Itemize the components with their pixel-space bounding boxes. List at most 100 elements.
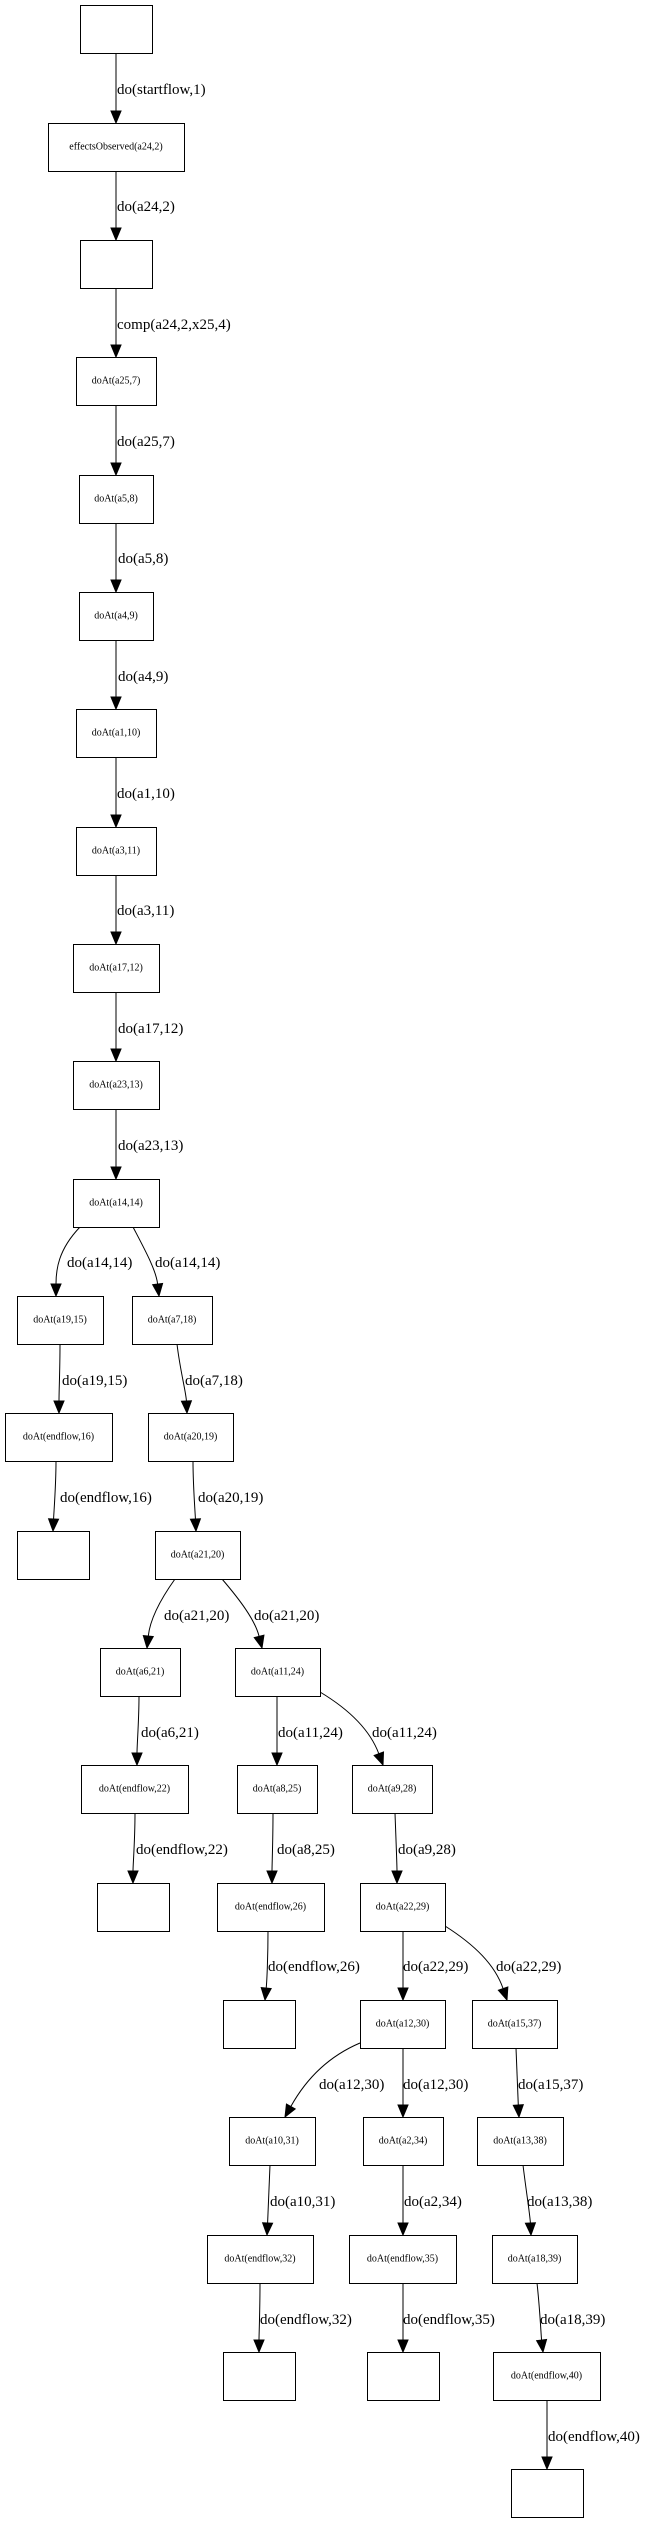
empty-state-node <box>17 1531 90 1580</box>
arrowhead-icon <box>260 1986 272 2002</box>
edge-n17-n19: do(a6,21) <box>131 1695 199 1767</box>
node-box <box>511 2469 584 2518</box>
edge-line <box>267 2164 271 2224</box>
state-node: doAt(a7,18) <box>132 1296 213 1345</box>
node-box <box>367 2352 440 2401</box>
node-label: doAt(a3,11) <box>92 846 140 857</box>
arrowhead-icon <box>47 1518 60 1533</box>
edge-line <box>522 2164 531 2224</box>
edge-line <box>176 1343 187 1402</box>
edge-n9-n10: do(a23,13) <box>110 1109 183 1181</box>
node-box <box>235 1648 321 1697</box>
edge-label: do(a22,29) <box>403 1959 468 1975</box>
node-label: doAt(a1,10) <box>92 728 141 739</box>
edge-line <box>515 2047 519 2106</box>
empty-state-node <box>511 2469 584 2518</box>
edge-n36-n37: do(endflow,40) <box>541 2400 640 2471</box>
edge-label: do(a13,38) <box>527 2194 592 2210</box>
arrowhead-icon <box>50 1283 62 1298</box>
edge-line <box>132 1812 136 1872</box>
edge-label: do(a18,39) <box>540 2312 605 2328</box>
edge-label: do(a15,37) <box>518 2077 583 2093</box>
edge-n18-n20: do(a11,24) <box>271 1696 343 1767</box>
arrowhead-icon <box>131 1752 143 1767</box>
node-box <box>229 2117 316 2166</box>
arrowhead-icon <box>110 1048 122 1063</box>
empty-state-node <box>80 240 153 289</box>
arrowhead-icon <box>151 1282 164 1298</box>
state-node: doAt(a10,31) <box>229 2117 316 2166</box>
edge-n26-n28: do(a12,30) <box>284 2042 384 2119</box>
edge-line <box>444 1925 504 1989</box>
arrowhead-icon <box>541 2456 553 2471</box>
edge-label: do(a24,2) <box>117 199 175 215</box>
node-box <box>81 1765 189 1814</box>
node-box <box>73 944 160 993</box>
edge-line <box>55 1226 81 1285</box>
node-box <box>360 2000 446 2049</box>
state-node: doAt(a21,20) <box>155 1531 241 1580</box>
node-label: doAt(a8,25) <box>253 1784 302 1795</box>
edge-n20-n23: do(a8,25) <box>266 1812 335 1885</box>
edges-layer: do(startflow,1)do(a24,2)comp(a24,2,x25,4… <box>47 52 640 2471</box>
state-node: doAt(a11,24) <box>235 1648 321 1697</box>
edge-n19-n22: do(endflow,22) <box>127 1812 228 1885</box>
state-node: doAt(a5,8) <box>79 475 154 524</box>
node-box <box>493 2352 601 2401</box>
arrowhead-icon <box>110 462 122 477</box>
node-box <box>352 1765 433 1814</box>
empty-state-node <box>223 2352 296 2401</box>
node-label: doAt(a21,20) <box>171 1550 225 1561</box>
edge-label: do(a5,8) <box>118 551 168 567</box>
state-node: doAt(endflow,35) <box>349 2235 457 2284</box>
node-box <box>79 475 154 524</box>
node-box <box>5 1413 113 1462</box>
edge-n6-n7: do(a1,10) <box>110 756 175 829</box>
arrowhead-icon <box>127 1870 139 1885</box>
arrowhead-icon <box>110 931 122 946</box>
arrowhead-icon <box>53 1400 65 1415</box>
edge-n10-n11: do(a14,14) <box>50 1226 132 1298</box>
node-label: doAt(endflow,16) <box>23 1432 94 1443</box>
arrowhead-icon <box>142 1634 155 1650</box>
node-box <box>360 1883 446 1932</box>
state-node: doAt(a17,12) <box>73 944 160 993</box>
node-box <box>17 1531 90 1580</box>
node-label: doAt(a15,37) <box>488 2019 542 2030</box>
edge-line <box>221 1578 260 1637</box>
edge-n5-n6: do(a4,9) <box>110 639 168 711</box>
edge-label: do(endflow,35) <box>403 2312 495 2328</box>
node-box <box>73 1061 160 1110</box>
node-label: doAt(a18,39) <box>508 2254 562 2265</box>
edge-label: do(a21,20) <box>164 1608 229 1624</box>
node-box <box>349 2235 457 2284</box>
node-box <box>492 2235 578 2284</box>
node-box <box>223 2000 296 2049</box>
node-label: doAt(a13,38) <box>493 2136 547 2147</box>
state-node: doAt(endflow,16) <box>5 1413 113 1462</box>
edge-n3-n4: do(a25,7) <box>110 404 175 477</box>
node-label: doAt(a9,28) <box>368 1784 417 1795</box>
arrowhead-icon <box>253 2339 265 2354</box>
node-box <box>80 240 153 289</box>
arrowhead-icon <box>397 2339 409 2354</box>
edge-n8-n9: do(a17,12) <box>110 991 183 1063</box>
edge-n32-n35: do(endflow,35) <box>397 2283 495 2354</box>
edge-label: do(a8,25) <box>277 1842 335 1858</box>
node-label: doAt(a4,9) <box>94 611 138 622</box>
node-box <box>223 2352 296 2401</box>
edge-label: do(a12,30) <box>403 2077 468 2093</box>
arrowhead-icon <box>497 1986 509 2002</box>
empty-state-node <box>223 2000 296 2049</box>
state-node: doAt(a8,25) <box>237 1765 318 1814</box>
node-label: doAt(endflow,26) <box>235 1902 306 1913</box>
edge-n16-n17: do(a21,20) <box>142 1578 229 1650</box>
edge-label: do(startflow,1) <box>117 82 206 98</box>
arrowhead-icon <box>535 2338 548 2354</box>
state-node: doAt(a20,19) <box>148 1413 234 1462</box>
edge-label: do(endflow,32) <box>260 2312 352 2328</box>
edge-label: do(a10,31) <box>270 2194 335 2210</box>
edge-n27-n30: do(a15,37) <box>512 2047 583 2119</box>
edge-label: do(endflow,16) <box>60 1490 152 1506</box>
node-label: effectsObserved(a24,2) <box>69 142 162 153</box>
